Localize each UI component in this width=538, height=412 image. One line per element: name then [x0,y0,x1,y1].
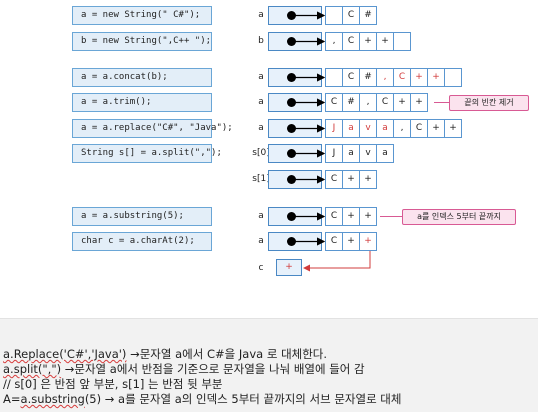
char-cell: # [359,6,377,25]
char-c-box: + [276,259,302,276]
char-cell: C [325,207,343,226]
note-line-split: a.split(",") →문자열 a에서 반점을 기준으로 문자열을 나눠 배… [3,362,365,377]
note-code: a.split(",") [3,362,62,376]
char-cell: + [359,232,377,251]
callout-trim: 끝의 빈칸 제거 [449,95,529,111]
char-cell: + [393,93,411,112]
char-cell: + [376,32,394,51]
note-code: a.substring [20,392,85,406]
var-label: s[0] [252,148,270,158]
char-cell: + [342,170,360,189]
char-cell: + [359,170,377,189]
char-array: C# [325,6,377,25]
var-label: a [258,10,264,20]
char-cell: a [376,119,394,138]
code-new-string-a: a = new String(" C#"); [72,6,212,25]
var-label: a [258,211,264,221]
note-text: →문자열 a에서 반점을 기준으로 문자열을 나눠 배열에 들어 감 [61,362,365,376]
string-methods-diagram: a = new String(" C#"); b = new String(",… [72,6,529,276]
code-substring: a = a.substring(5); [72,207,212,226]
code-trim: a = a.trim(); [72,93,212,112]
code-charat: char c = a.charAt(2); [72,232,212,251]
callout-substring: a를 인덱스 5부터 끝까지 [402,209,516,225]
note-line-split-comment: // s[0] 은 반점 앞 부분, s[1] 는 반점 뒷 부분 [3,377,223,391]
char-cell: + [359,207,377,226]
char-cell: , [376,68,394,87]
char-array: C#,C++ [325,93,428,112]
var-label: a [258,236,264,246]
char-cell [393,32,411,51]
char-cell [444,68,462,87]
code-split: String s[] = a.split(","); [72,144,222,163]
divider [0,318,538,319]
note-code: a.Replace('C#','Java') [3,347,127,361]
charat-arrow [303,251,371,272]
char-cell: a [342,144,360,163]
var-label: a [258,97,264,107]
note-line-substring: A=a.substring(5) → a를 문자열 a의 인덱스 5부터 끝까지… [3,392,401,407]
note-line-replace: a.Replace('C#','Java') →문자열 a에서 C#을 Java… [3,347,327,362]
char-cell: # [342,93,360,112]
char-cell: + [359,32,377,51]
note-text: A= [3,392,21,406]
code-concat: a = a.concat(b); [72,68,212,87]
code-replace: a = a.replace("C#", "Java"); [72,119,233,138]
char-cell: a [376,144,394,163]
var-label: a [258,72,264,82]
var-label: a [258,123,264,133]
note-text: →문자열 a에서 C#을 Java 로 대체한다. [126,347,328,361]
char-array: C++ [325,232,377,251]
notes-panel: a.Replace('C#','Java') →문자열 a에서 C#을 Java… [0,319,538,412]
char-cell: + [427,68,445,87]
code-new-string-b: b = new String(",C++ "); [72,32,212,51]
char-array: C#,C++ [325,68,462,87]
note-text: (5) → a를 문자열 a의 인덱스 5부터 끝까지의 서브 문자열로 대체 [84,392,402,406]
var-label-c: c [258,263,264,273]
char-array: ,C++ [325,32,411,51]
pointer-arrows [291,11,449,272]
char-cell: + [427,119,445,138]
var-label: b [258,36,264,46]
char-array: C++ [325,170,377,189]
char-array: C++ [325,207,377,226]
char-cell: + [444,119,462,138]
char-cell: + [410,93,428,112]
var-label: s[1] [252,174,270,184]
